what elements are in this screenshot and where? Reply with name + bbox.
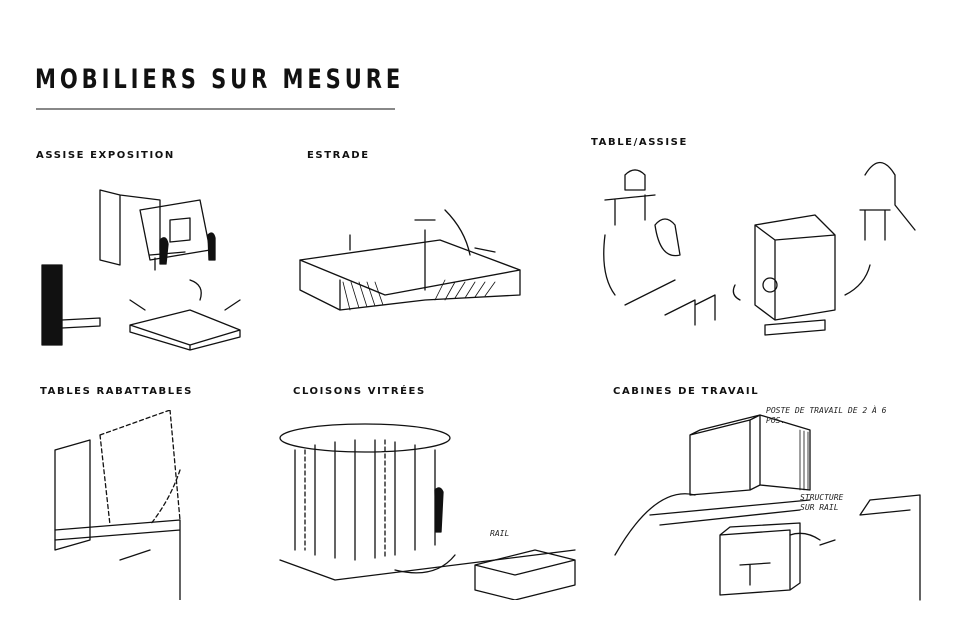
section-label-tables-rabattables: TABLES RABATTABLES (40, 386, 193, 397)
sketch-assise-exposition (41, 189, 241, 351)
annotation-rail: RAIL (490, 529, 510, 538)
page-title: MOBILIERS SUR MESURE (35, 64, 405, 95)
title-divider (36, 108, 395, 110)
section-label-table-assise: TABLE/ASSISE (591, 137, 688, 148)
section-label-assise-exposition: ASSISE EXPOSITION (36, 150, 175, 161)
section-label-cloisons-vitrees: CLOISONS VITRÉES (293, 386, 426, 397)
section-label-cabines-de-travail: CABINES DE TRAVAIL (613, 386, 760, 397)
sketch-tables-rabattables (54, 410, 181, 600)
sketch-table-assise (603, 161, 916, 336)
sketch-estrade (299, 209, 521, 311)
section-label-estrade: ESTRADE (307, 150, 370, 161)
annotation-structure-sur-rail: STRUCTURE SUR RAIL (800, 493, 844, 512)
sketch-cloisons-vitrees (279, 423, 576, 600)
annotation-poste-de-travail: POSTE DE TRAVAIL DE 2 À 6 POS. (766, 406, 887, 425)
sketch-cabines-de-travail (614, 414, 921, 601)
